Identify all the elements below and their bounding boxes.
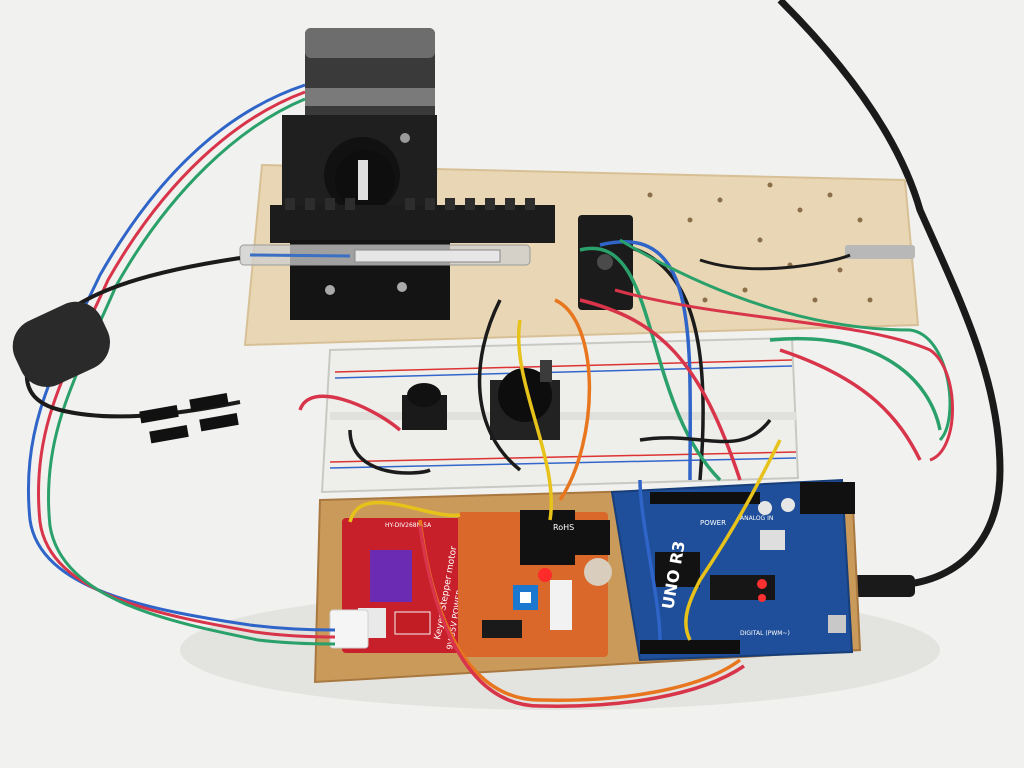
clip-wire-black: [699, 253, 851, 271]
protoboard: RoHS: [458, 510, 612, 657]
sensor-wire-green-right: [619, 238, 952, 442]
jumper-connectors: [139, 392, 239, 444]
white-connector: [329, 609, 369, 649]
uno-power-label: POWER: [700, 519, 726, 527]
sensor-wire-red-right: [614, 288, 954, 462]
usb-plug: [845, 575, 915, 597]
uno-digital-label: DIGITAL (PWM~): [740, 630, 790, 637]
probe-tube: [239, 244, 531, 266]
potentiometer: [490, 368, 560, 440]
arduino-uno: UNO R3 POWER DIGITAL (PWM~) ANALOG IN: [610, 478, 855, 662]
capacitor: [540, 360, 552, 382]
usb-cable: [777, 0, 1004, 589]
jumper-wires: [298, 239, 942, 708]
stepper-motor: [282, 28, 437, 213]
motor-wire-green-left: [46, 97, 336, 646]
ferrite-bead: [12, 301, 110, 387]
uno-analog-label: ANALOG IN: [740, 515, 773, 522]
shield-sub-label: HY-DIV268N-5A: [385, 522, 432, 529]
push-button: [402, 383, 447, 430]
alligator-clip: [845, 245, 915, 259]
motor-wires-left: [26, 83, 336, 632]
motor-wire-red-left: [36, 90, 336, 639]
oled-logo-label: RoHS: [553, 523, 574, 532]
